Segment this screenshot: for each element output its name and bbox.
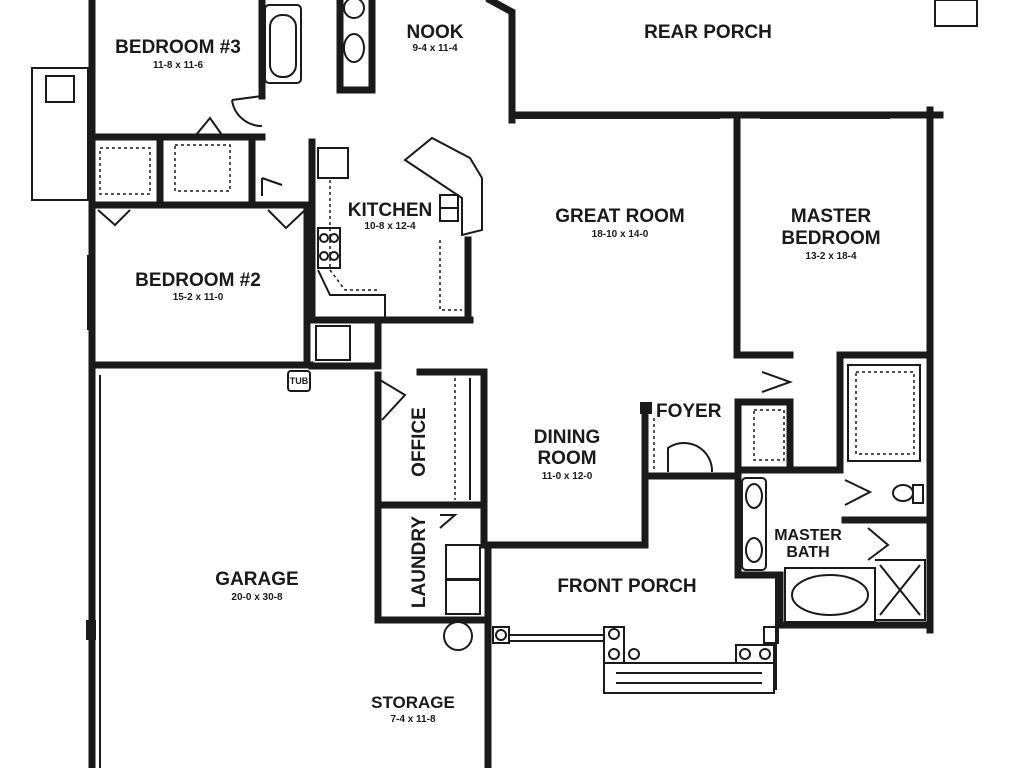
storage-dims: 7-4 x 11-8 — [390, 714, 435, 725]
kitchen-name: KITCHEN — [348, 200, 432, 221]
master-bath-name-2: BATH — [786, 544, 829, 561]
tub-label: TUB — [290, 376, 309, 386]
exterior-walls — [88, 0, 944, 768]
laundry-name: LAUNDRY — [409, 516, 430, 609]
storage-name: STORAGE — [371, 693, 455, 712]
master-bath-name-1: MASTER — [774, 527, 842, 544]
kitchen-dims: 10-8 x 12-4 — [364, 221, 416, 232]
great-room-name: GREAT ROOM — [555, 206, 684, 227]
nook-name: NOOK — [407, 22, 464, 43]
fixtures — [31, 0, 978, 694]
foyer-name: FOYER — [656, 401, 722, 422]
dining-room-dims: 11-0 x 12-0 — [542, 471, 593, 482]
master-bedroom-name-1: MASTER — [791, 206, 872, 227]
garage-dims: 20-0 x 30-8 — [231, 592, 283, 603]
front-porch-name: FRONT PORCH — [557, 576, 696, 597]
rear-porch-name: REAR PORCH — [644, 22, 772, 43]
master-bedroom-name-2: BEDROOM — [781, 228, 880, 249]
dining-room-name-2: ROOM — [537, 448, 596, 469]
bedroom3-dims: 11-8 x 11-6 — [153, 60, 203, 71]
room-labels: BEDROOM #3 11-8 x 11-6 NOOK 9-4 x 11-4 R… — [115, 22, 880, 725]
bedroom2-name: BEDROOM #2 — [135, 270, 261, 291]
office-name: OFFICE — [409, 407, 430, 477]
bedroom2-dims: 15-2 x 11-0 — [173, 292, 224, 303]
bedroom3-name: BEDROOM #3 — [115, 37, 241, 58]
dining-room-name-1: DINING — [534, 427, 601, 448]
master-bedroom-dims: 13-2 x 18-4 — [805, 251, 857, 262]
garage-name: GARAGE — [215, 569, 298, 590]
great-room-dims: 18-10 x 14-0 — [592, 229, 649, 240]
nook-dims: 9-4 x 11-4 — [412, 43, 457, 54]
